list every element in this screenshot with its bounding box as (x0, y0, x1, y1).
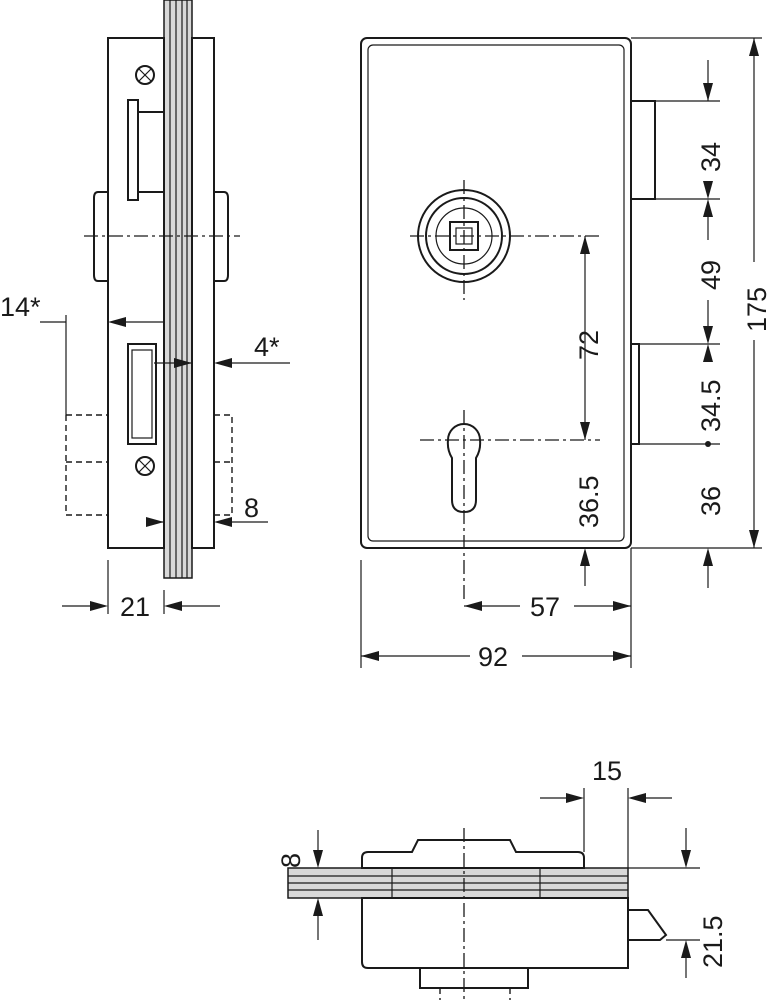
dim-label-36-5: 36.5 (574, 475, 604, 528)
side-glass-pane (163, 0, 193, 579)
dim-label-34: 34 (696, 142, 726, 172)
side-cover-plate (191, 37, 215, 549)
screw-icon (135, 65, 155, 85)
dim-label-57: 57 (530, 592, 560, 622)
dim-label-34-5: 34.5 (696, 379, 726, 432)
dim-label-21-5: 21.5 (698, 915, 728, 968)
dim-label-36: 36 (696, 486, 726, 516)
dim-label-72: 72 (574, 330, 604, 360)
dim-label-175: 175 (742, 287, 769, 332)
dim-label-21: 21 (120, 592, 150, 622)
dim-label-top-8: 8 (276, 853, 306, 868)
dim-label-92: 92 (478, 642, 508, 672)
keyhole-icon (446, 423, 482, 514)
front-view: 72 36.5 57 92 34 49 (360, 37, 769, 672)
dim-label-4: 4* (254, 332, 280, 362)
front-lock-plate (360, 37, 632, 549)
dim-label-49: 49 (696, 260, 726, 290)
dim-label-15: 15 (592, 756, 622, 786)
side-view: 14* 4* 8 21 (0, 0, 290, 622)
dim-label-8: 8 (244, 493, 259, 523)
top-view: 15 8 21.5 (276, 756, 728, 1000)
dim-label-14: 14* (0, 292, 41, 322)
screw-icon (135, 456, 155, 476)
